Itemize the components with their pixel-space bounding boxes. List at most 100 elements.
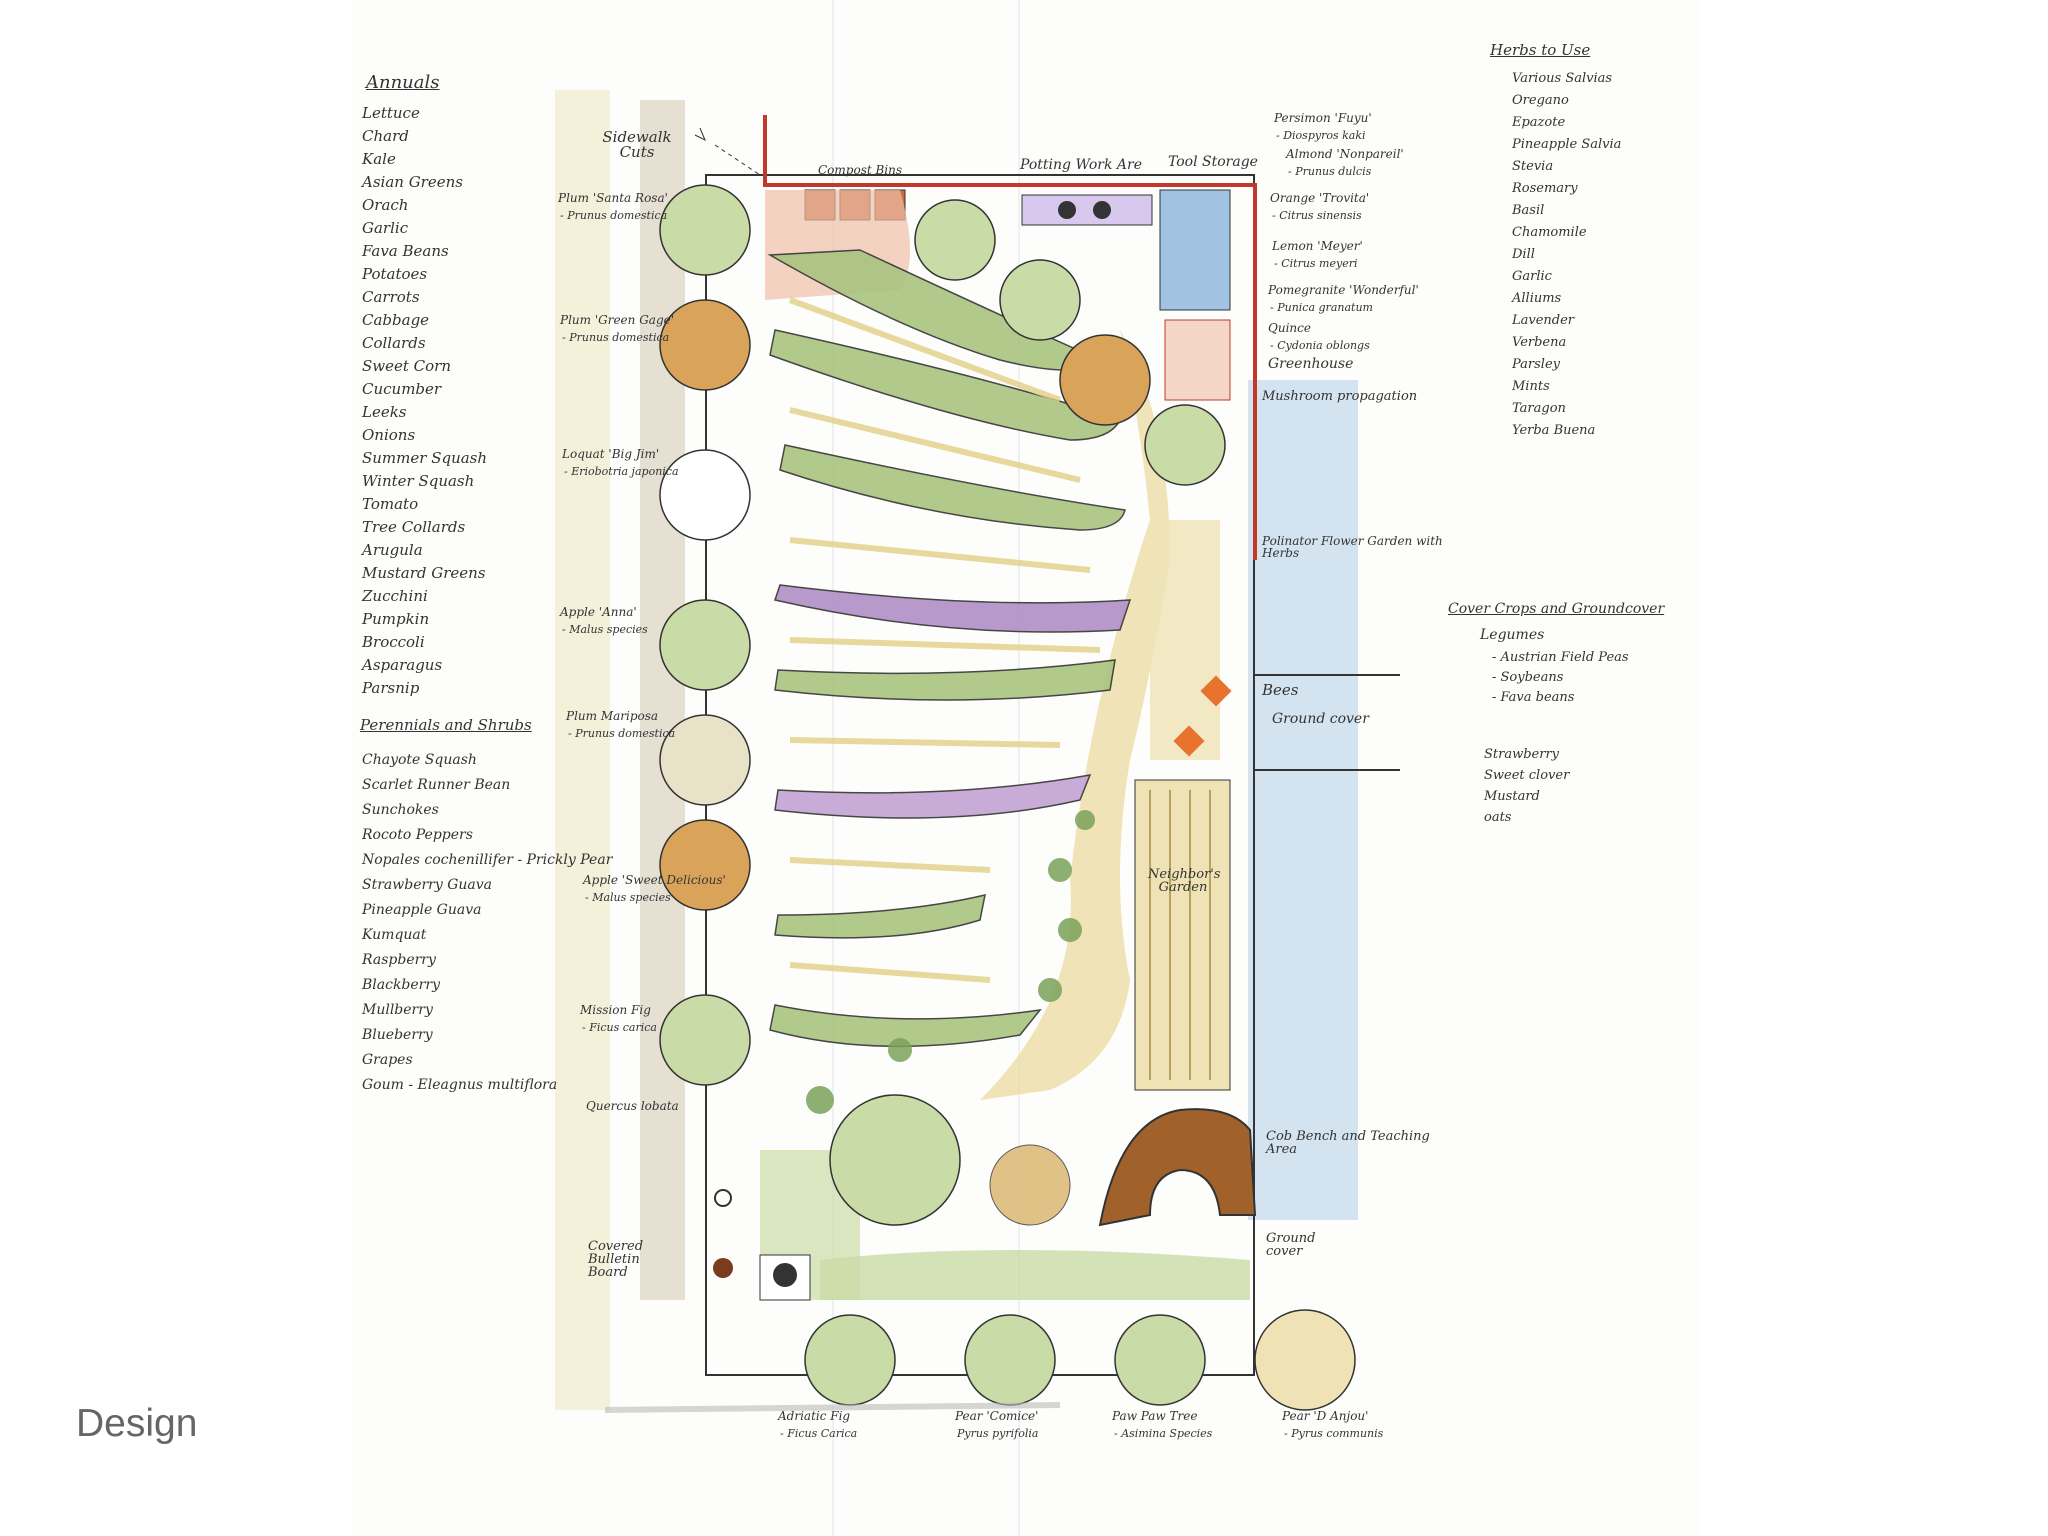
- annual-item: Garlic: [362, 219, 409, 237]
- annual-item: Winter Squash: [362, 472, 475, 490]
- annual-item: Broccoli: [362, 633, 425, 651]
- herb-item: Chamomile: [1512, 225, 1587, 240]
- bottom-tree-label-name: Adriatic Fig: [778, 1409, 851, 1423]
- garden-beds: [767, 249, 1132, 1048]
- perennials-heading: Perennials and Shrubs: [360, 716, 532, 734]
- left-strip-wash: [555, 90, 610, 1410]
- right-tree-label-latin: - Citrus meyeri: [1274, 257, 1358, 270]
- perennial-item: Blackberry: [362, 977, 440, 993]
- cob-bench-label: Cob Bench and Teaching Area: [1266, 1129, 1430, 1157]
- paper-fold-line: [1018, 0, 1020, 1536]
- perennial-item: Kumquat: [362, 927, 427, 943]
- annual-item: Tomato: [362, 495, 419, 513]
- bottom-tree-label-name: Paw Paw Tree: [1112, 1409, 1198, 1423]
- herb-item: Epazote: [1512, 115, 1566, 130]
- annual-item: Pumpkin: [362, 610, 430, 628]
- left-tree-label-latin: - Prunus domestica: [562, 331, 670, 344]
- perennial-item: Blueberry: [362, 1027, 433, 1043]
- sidewalk-cuts-label: Sidewalk Cuts: [602, 128, 672, 161]
- herb-item: Dill: [1512, 247, 1535, 262]
- herb-item: Various Salvias: [1512, 71, 1613, 86]
- herb-item: Stevia: [1512, 159, 1554, 174]
- potting-work-area-label: Potting Work Are: [1020, 157, 1143, 173]
- annual-item: Mustard Greens: [362, 564, 486, 582]
- annual-item: Fava Beans: [362, 242, 449, 260]
- annual-item: Arugula: [362, 541, 423, 559]
- right-tree-label-name: Persimon 'Fuyu': [1274, 111, 1372, 125]
- annual-item: Zucchini: [362, 587, 428, 605]
- legume-item: - Soybeans: [1492, 670, 1564, 685]
- annual-item: Leeks: [362, 403, 407, 421]
- left-tree-label-latin: - Ficus carica: [582, 1021, 657, 1034]
- left-tree-label-name: Apple 'Sweet Delicious': [583, 873, 726, 887]
- herb-item: Basil: [1512, 203, 1545, 218]
- left-tree-label-latin: - Malus species: [585, 891, 671, 904]
- right-tree-label-latin: - Citrus sinensis: [1272, 209, 1362, 222]
- annual-item: Parsnip: [362, 679, 420, 697]
- tool-storage-label: Tool Storage: [1168, 154, 1258, 170]
- annual-item: Asian Greens: [362, 173, 463, 191]
- cover-crops-heading: Cover Crops and Groundcover: [1448, 601, 1665, 617]
- quercus-tree: [829, 1094, 961, 1226]
- compost-bins-label: Compost Bins: [818, 163, 903, 177]
- annual-item: Orach: [362, 196, 409, 214]
- annual-item: Lettuce: [362, 104, 420, 122]
- herb-item: Rosemary: [1512, 181, 1578, 196]
- herb-item: Alliums: [1512, 291, 1562, 306]
- left-tree-label-latin: - Prunus domestica: [560, 209, 668, 222]
- right-tree-label-latin: - Prunus dulcis: [1288, 165, 1372, 178]
- bottom-tree-label-latin: - Pyrus communis: [1284, 1427, 1384, 1440]
- herb-item: Pineapple Salvia: [1512, 137, 1622, 152]
- neighbors-garden-label: Neighbor's Garden: [1148, 867, 1221, 895]
- herb-item: Parsley: [1512, 357, 1560, 372]
- right-tree-label-name: Lemon 'Meyer': [1272, 239, 1363, 253]
- perennial-item: Rocoto Peppers: [362, 827, 473, 843]
- bottom-trees: [804, 1309, 1356, 1411]
- lawn-strips: [788, 297, 1101, 983]
- herbs-heading: Herbs to Use: [1490, 41, 1591, 59]
- mushroom-label: Mushroom propagation: [1262, 389, 1418, 404]
- greenhouse: [1164, 319, 1231, 401]
- herb-item: Mints: [1512, 379, 1550, 394]
- herb-item: Garlic: [1512, 269, 1552, 284]
- left-trees: [659, 184, 751, 1086]
- greenhouse-label: Greenhouse: [1268, 356, 1354, 372]
- perennial-item: Sunchokes: [362, 802, 439, 818]
- right-tree-label-name: Quince: [1268, 321, 1311, 335]
- cover-crop-item: Strawberry: [1484, 747, 1560, 762]
- right-trees: [914, 199, 1226, 486]
- red-wall: [763, 115, 1257, 560]
- tool-storage: [1159, 189, 1231, 311]
- annual-item: Sweet Corn: [362, 357, 452, 375]
- annual-item: Asparagus: [362, 656, 443, 674]
- eye-icon: [714, 1189, 732, 1207]
- main-path: [980, 330, 1170, 1100]
- right-tree-label-latin: - Punica granatum: [1270, 301, 1373, 314]
- perennial-item: Goum - Eleagnus multiflora: [362, 1077, 558, 1093]
- annuals-heading: Annuals: [366, 72, 440, 93]
- perennial-item: Strawberry Guava: [362, 877, 493, 893]
- ground-cover-label: Ground cover: [1272, 711, 1369, 727]
- herb-item: Oregano: [1512, 93, 1569, 108]
- bottom-tree-label-latin: - Ficus Carica: [780, 1427, 858, 1440]
- legumes-label: Legumes: [1480, 627, 1545, 643]
- sidewalk-shade: [640, 100, 685, 1300]
- left-tree-label-latin: - Malus species: [562, 623, 648, 636]
- quercus-label: Quercus lobata: [586, 1099, 679, 1113]
- cover-crop-item: Mustard: [1484, 789, 1540, 804]
- left-tree-label-name: Plum 'Santa Rosa': [558, 191, 668, 205]
- annual-item: Cucumber: [362, 380, 442, 398]
- perennial-item: Chayote Squash: [362, 752, 477, 768]
- annual-item: Onions: [362, 426, 416, 444]
- right-tree-label-name: Pomegranite 'Wonderful': [1268, 283, 1419, 297]
- herb-item: Yerba Buena: [1512, 423, 1596, 438]
- annual-item: Cabbage: [362, 311, 430, 329]
- annual-item: Potatoes: [362, 265, 428, 283]
- herb-item: Lavender: [1512, 313, 1575, 328]
- pollinator-label: Polinator Flower Garden with Herbs: [1262, 534, 1443, 560]
- right-tree-label-name: Almond 'Nonpareil': [1286, 147, 1404, 161]
